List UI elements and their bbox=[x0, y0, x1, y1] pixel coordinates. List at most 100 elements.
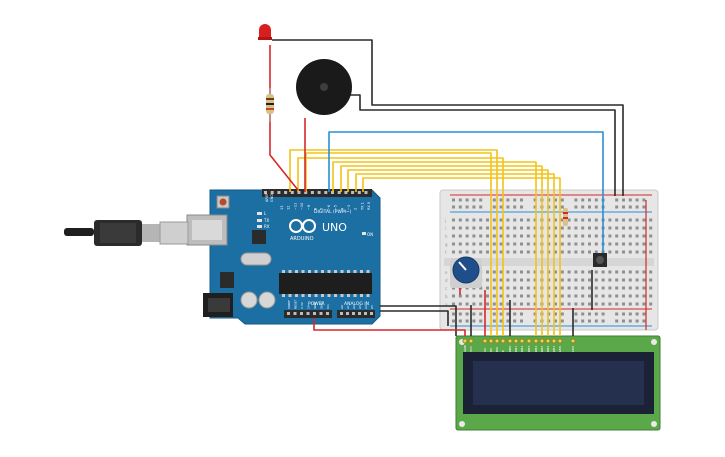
digital-header-hole[interactable] bbox=[284, 191, 288, 194]
breadboard-hole bbox=[581, 270, 585, 274]
breadboard-hole bbox=[533, 302, 537, 306]
breadboard-hole bbox=[486, 226, 489, 230]
breadboard-hole bbox=[560, 286, 564, 290]
analog-header-hole[interactable] bbox=[364, 312, 367, 315]
breadboard-hole bbox=[533, 278, 537, 282]
lcd-pin[interactable] bbox=[545, 338, 551, 344]
breadboard-hole bbox=[574, 226, 578, 230]
breadboard-hole bbox=[567, 218, 571, 222]
breadboard-hole bbox=[506, 312, 510, 316]
breadboard-hole bbox=[601, 286, 605, 290]
digital-header-hole[interactable] bbox=[297, 191, 301, 194]
breadboard-hole bbox=[588, 234, 591, 238]
power-header-hole[interactable] bbox=[300, 312, 303, 315]
digital-header-hole[interactable] bbox=[337, 191, 341, 194]
lcd-pin[interactable] bbox=[539, 338, 545, 344]
breadboard-hole bbox=[635, 218, 639, 222]
analog-header-hole[interactable] bbox=[370, 312, 373, 315]
breadboard-hole bbox=[649, 250, 653, 254]
pushbutton-cap[interactable] bbox=[596, 256, 604, 264]
digital-header-hole[interactable] bbox=[290, 191, 294, 194]
power-header-hole[interactable] bbox=[306, 312, 310, 315]
power-header-hole[interactable] bbox=[313, 312, 316, 315]
potentiometer-indicator bbox=[458, 261, 467, 271]
breadboard-hole bbox=[520, 250, 523, 254]
digital-header-hole[interactable] bbox=[264, 191, 267, 194]
lcd-pin[interactable] bbox=[570, 338, 576, 344]
on-led bbox=[362, 232, 366, 235]
breadboard-hole bbox=[492, 242, 496, 246]
lcd-pin[interactable] bbox=[494, 338, 500, 344]
breadboard-hole bbox=[513, 286, 517, 290]
digital-header-hole[interactable] bbox=[270, 191, 274, 194]
breadboard-hole bbox=[506, 286, 510, 290]
lcd-pin[interactable] bbox=[468, 338, 474, 344]
power-header-hole[interactable] bbox=[326, 312, 329, 315]
digital-header-hole[interactable] bbox=[344, 191, 348, 194]
digital-header-hole[interactable] bbox=[317, 191, 321, 194]
breadboard-hole bbox=[622, 312, 625, 316]
digital-header-hole[interactable] bbox=[304, 191, 308, 194]
digital-header-hole[interactable] bbox=[277, 191, 281, 194]
chip-pin bbox=[340, 270, 344, 273]
digital-header-hole[interactable] bbox=[324, 191, 328, 194]
breadboard-hole bbox=[472, 312, 476, 316]
breadboard-hole bbox=[520, 198, 523, 202]
breadboard-hole bbox=[486, 294, 489, 298]
analog-pin-label: A0 bbox=[340, 305, 344, 309]
reset-button-cap[interactable] bbox=[219, 198, 227, 206]
digital-pin-label: 13 bbox=[280, 206, 284, 210]
pushbutton[interactable] bbox=[593, 253, 607, 267]
lcd-pin[interactable] bbox=[500, 338, 506, 344]
breadboard-hole bbox=[574, 294, 578, 298]
breadboard-hole bbox=[560, 294, 564, 298]
power-header-hole[interactable] bbox=[293, 312, 297, 315]
breadboard-hole bbox=[642, 234, 646, 238]
lcd-pin[interactable] bbox=[519, 338, 525, 344]
breadboard-hole bbox=[526, 278, 530, 282]
lcd-pin[interactable] bbox=[507, 338, 513, 344]
power-header-hole[interactable] bbox=[287, 312, 290, 315]
power-header-hole[interactable] bbox=[319, 312, 323, 315]
lcd-pin[interactable] bbox=[551, 338, 557, 344]
on-label: ON bbox=[367, 232, 373, 237]
analog-header-hole[interactable] bbox=[358, 312, 361, 315]
digital-header-hole[interactable] bbox=[357, 191, 361, 194]
breadboard-hole bbox=[526, 226, 530, 230]
resistor-band-2 bbox=[266, 103, 274, 105]
breadboard-hole bbox=[635, 278, 639, 282]
breadboard-hole bbox=[472, 226, 476, 230]
digital-header-hole[interactable] bbox=[364, 191, 368, 194]
digital-header-hole[interactable] bbox=[351, 191, 355, 194]
lcd-pin[interactable] bbox=[526, 338, 532, 344]
chip-pin bbox=[295, 270, 298, 273]
breadboard-hole bbox=[635, 270, 639, 274]
analog-header-hole[interactable] bbox=[340, 312, 343, 315]
breadboard-hole bbox=[622, 302, 625, 306]
analog-header-hole[interactable] bbox=[346, 312, 349, 315]
breadboard-hole bbox=[533, 270, 537, 274]
lcd-pin[interactable] bbox=[513, 338, 519, 344]
breadboard-hole bbox=[554, 226, 557, 230]
lcd-pin[interactable] bbox=[462, 338, 468, 344]
lcd-pin[interactable] bbox=[488, 338, 494, 344]
breadboard-hole bbox=[594, 218, 598, 222]
analog-header-hole[interactable] bbox=[352, 312, 355, 315]
digital-header-hole[interactable] bbox=[331, 191, 334, 194]
lcd-pin[interactable] bbox=[557, 338, 563, 344]
aref-label: AREF bbox=[265, 193, 269, 202]
breadboard-hole bbox=[567, 302, 571, 306]
breadboard-hole bbox=[567, 270, 571, 274]
potentiometer[interactable] bbox=[450, 256, 482, 288]
breadboard-hole bbox=[526, 242, 530, 246]
digital-header-hole[interactable] bbox=[310, 191, 314, 194]
breadboard-hole bbox=[465, 250, 469, 254]
lcd-pin[interactable] bbox=[533, 338, 539, 344]
digital-pin-label: RX 0 bbox=[367, 202, 371, 210]
lcd-pin[interactable] bbox=[482, 338, 488, 344]
breadboard-hole bbox=[622, 250, 625, 254]
breadboard-hole bbox=[622, 198, 625, 202]
breadboard-hole bbox=[520, 218, 523, 222]
